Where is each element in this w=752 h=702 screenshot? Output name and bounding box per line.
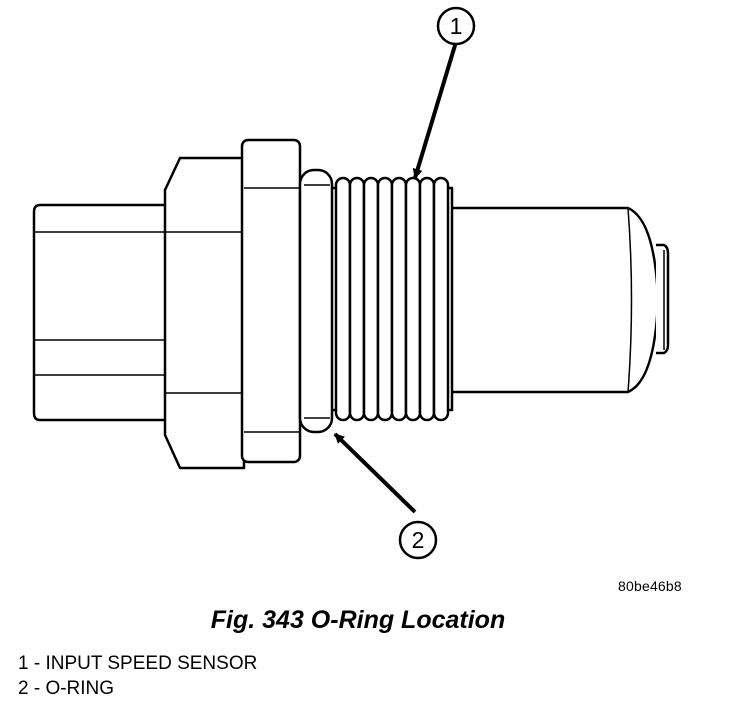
callout-2-arrow: [333, 432, 417, 514]
connector-body: [32, 203, 177, 422]
legend-item-1: 1 - INPUT SPEED SENSOR: [18, 653, 258, 674]
legend: 1 - INPUT SPEED SENSOR 2 - O-RING: [18, 651, 257, 701]
reference-code: 80be46b8: [618, 578, 682, 594]
thread-section: [328, 176, 454, 422]
legend-item-2: 2 - O-RING: [18, 678, 115, 699]
figure-caption: Fig. 343 O-Ring Location: [210, 606, 506, 634]
callout-1-arrow: [412, 41, 458, 179]
o-ring: [298, 168, 334, 434]
callout-1-label: 1: [450, 13, 463, 39]
sensor-diagram: 1 2: [32, 6, 670, 560]
hex-body: [163, 156, 246, 470]
callout-2: 2: [398, 520, 438, 560]
callout-1: 1: [436, 6, 476, 46]
sensor-tip: [446, 206, 670, 394]
mounting-flange: [240, 138, 302, 464]
callout-2-label: 2: [412, 527, 425, 553]
